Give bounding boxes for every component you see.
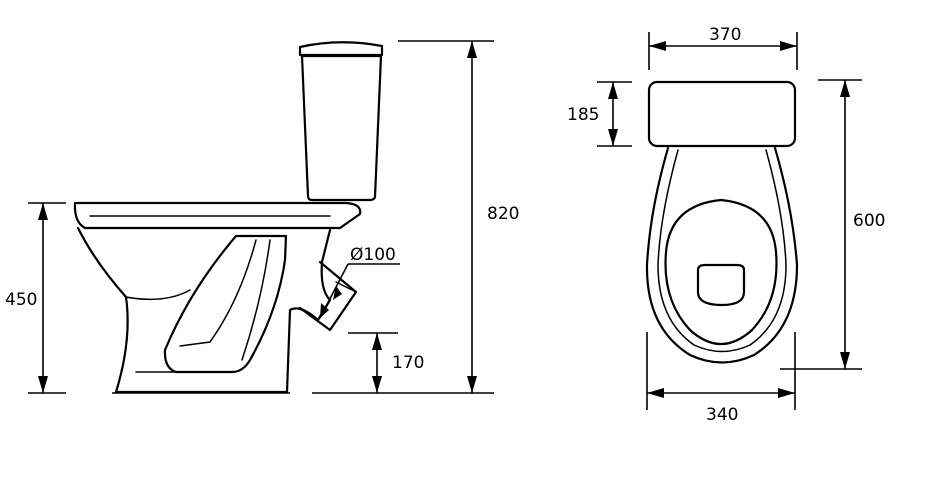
bowl-inner-top (664, 198, 778, 345)
tank-lid (298, 41, 384, 57)
dim-450-arrow-top (38, 203, 48, 220)
trapway-inner (179, 239, 271, 361)
outlet-spigot (298, 260, 358, 332)
drain-opening (696, 263, 746, 307)
tank-top (647, 80, 797, 148)
bowl-outer-top (645, 146, 799, 364)
tank-body (300, 54, 383, 202)
dim-340-arrow-right (778, 388, 795, 398)
dim-100-arrow-top (333, 286, 342, 300)
dim-820-label: 820 (487, 204, 519, 224)
bowl-rim (73, 201, 362, 230)
bowl-outline (76, 226, 332, 394)
dim-820-arrow-top (467, 41, 477, 58)
dim-340-arrow-left (647, 388, 664, 398)
dim-600-arrow-bottom (840, 352, 850, 369)
bowl-front-curve (125, 289, 191, 301)
dim-100-arrow-bottom (320, 303, 329, 318)
dim-100-label: Ø100 (350, 245, 396, 265)
side-view: 450 820 170 Ø100 (5, 40, 519, 394)
outlet-face (335, 281, 357, 293)
dim-450-arrow-bottom (38, 376, 48, 393)
dim-185-arrow-top (608, 82, 618, 99)
dim-170-arrow-bottom (372, 376, 382, 393)
top-view: 370 185 600 340 (567, 25, 885, 425)
dim-370-arrow-right (780, 41, 797, 51)
dim-450-label: 450 (5, 290, 37, 310)
dim-820-arrow-bottom (467, 376, 477, 393)
dim-600-arrow-top (840, 80, 850, 97)
seat-rim-line (657, 149, 787, 353)
dim-185-arrow-bottom (608, 129, 618, 146)
dim-600-label: 600 (853, 211, 885, 231)
dim-170-label: 170 (392, 353, 424, 373)
dim-370-label: 370 (709, 25, 741, 45)
dim-370-arrow-left (649, 41, 666, 51)
dim-185-label: 185 (567, 105, 599, 125)
dim-170-arrow-top (372, 333, 382, 350)
dim-340-label: 340 (706, 405, 738, 425)
